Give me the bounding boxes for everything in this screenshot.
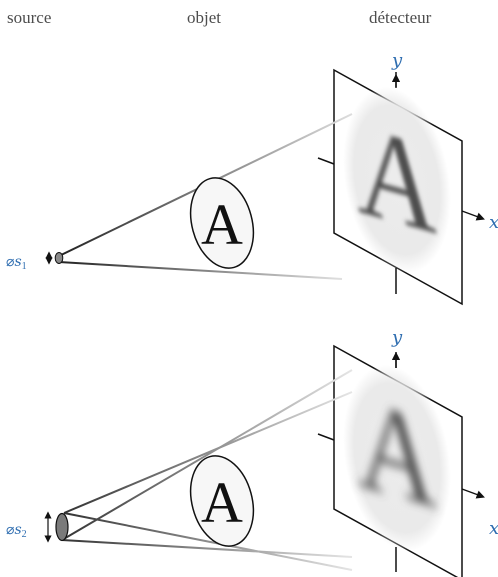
ray-bottom-2 <box>61 539 353 558</box>
axis-x-arrow <box>461 488 485 499</box>
source-small <box>54 252 64 264</box>
ray-top-2 <box>61 369 353 541</box>
detector-image: A <box>343 364 451 552</box>
image-letter: A <box>358 98 437 262</box>
object-disc: A <box>189 177 255 269</box>
ray-top-1 <box>63 391 353 514</box>
axis-x-stub-left <box>317 433 335 441</box>
axis-x-label: x <box>489 212 498 233</box>
panel-top: A y x A ⌀s1 <box>6 50 498 306</box>
source-label: ⌀s2 <box>6 522 27 540</box>
image-letter: A <box>358 372 437 536</box>
source-large <box>55 512 69 542</box>
panel-bottom: A y x A ⌀s2 <box>6 327 498 577</box>
header-object: objet <box>187 8 221 27</box>
axis-x-stub-left <box>317 157 335 165</box>
header-detector: détecteur <box>369 8 432 27</box>
axis-y-label: y <box>391 50 403 71</box>
ray-bottom-1 <box>63 512 353 571</box>
axis-x-label: x <box>489 518 498 539</box>
object-letter: A <box>201 470 243 535</box>
source-label: ⌀s1 <box>6 254 27 272</box>
axis-y-label: y <box>391 327 403 348</box>
object-letter: A <box>201 192 243 257</box>
object-disc: A <box>189 455 255 547</box>
axis-x-arrow <box>461 210 485 221</box>
detector-image: A <box>343 86 451 274</box>
ray-bottom <box>58 261 343 280</box>
header-source: source <box>7 8 52 27</box>
